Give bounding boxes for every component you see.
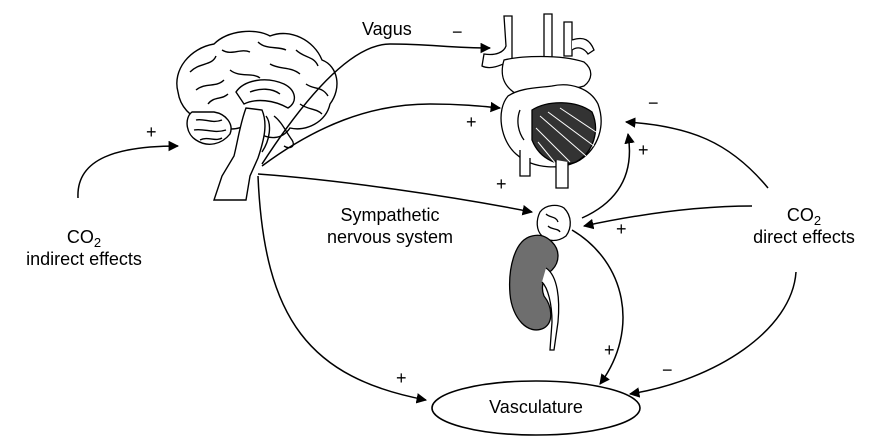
co2-indirect-co: CO <box>67 227 94 247</box>
co2-direct-label: CO2 direct effects <box>742 204 866 248</box>
sign-adrenal-heart-plus: + <box>638 141 649 159</box>
brain-illustration <box>177 31 337 200</box>
co2-direct-co: CO <box>787 205 814 225</box>
sign-sympathetic-plus: + <box>496 175 507 193</box>
sign-direct-heart-minus: − <box>648 94 659 112</box>
arrow-co2-direct-to-adrenal <box>584 206 752 226</box>
co2-indirect-formula: CO2 <box>0 226 168 248</box>
arrow-adrenal-to-vasculature <box>572 230 623 384</box>
sympathetic-label-line-2: nervous system <box>318 226 462 248</box>
vagus-label: Vagus <box>362 18 412 40</box>
sympathetic-label-line-1: Sympathetic <box>318 204 462 226</box>
sign-adrenal-vasc-plus: + <box>604 341 615 359</box>
co2-direct-formula: CO2 <box>742 204 866 226</box>
co2-direct-text: direct effects <box>742 226 866 248</box>
sign-co2-indirect-plus: + <box>146 123 157 141</box>
arrow-co2-indirect-to-brain <box>78 146 178 198</box>
sign-brain-vasc-plus: + <box>396 369 407 387</box>
kidney-illustration <box>510 205 571 350</box>
heart-illustration <box>482 14 601 188</box>
sign-direct-vasc-minus: − <box>662 361 673 379</box>
sign-brain-heart-plus: + <box>466 113 477 131</box>
sign-vagus-minus: − <box>452 23 463 41</box>
sympathetic-label: Sympathetic nervous system <box>318 204 462 248</box>
arrow-co2-direct-to-vasculature <box>630 272 796 394</box>
co2-indirect-label: CO2 indirect effects <box>0 226 168 270</box>
co2-indirect-text: indirect effects <box>0 248 168 270</box>
vasculature-label: Vasculature <box>432 396 640 418</box>
sign-direct-adrenal-plus: + <box>616 220 627 238</box>
